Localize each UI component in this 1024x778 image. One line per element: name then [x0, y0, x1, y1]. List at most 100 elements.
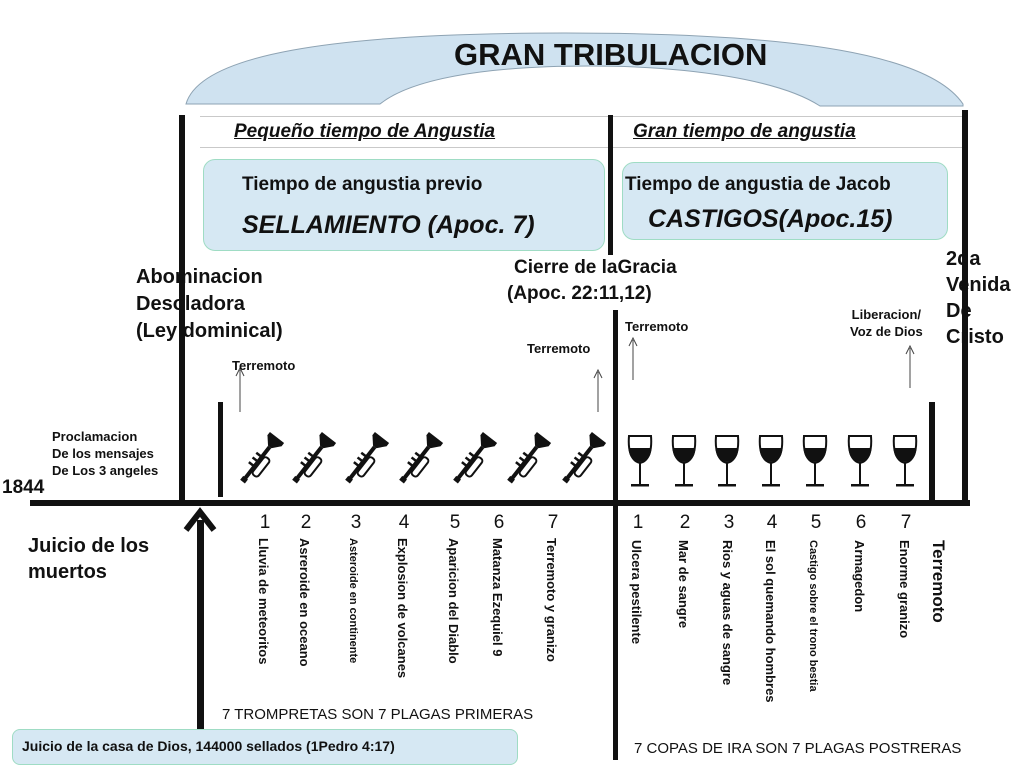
abomination-line-1: Abominacion: [136, 266, 263, 288]
right-period-box: [622, 162, 948, 240]
trumpet-number: 4: [398, 512, 410, 533]
wine-glass-icon: [671, 435, 697, 487]
right-period-header: Gran tiempo de angustia: [633, 121, 856, 142]
liberation-arrow-head: [905, 344, 915, 355]
trumpet-plague-label: Aparicion del Diablo: [446, 538, 461, 664]
timeline: [30, 500, 970, 506]
grace-closing-line-2: (Apoc. 22:11,12): [507, 283, 652, 304]
page-title: GRAN TRIBULACION: [454, 37, 768, 72]
proclamation-line-2: De los mensajes: [52, 446, 154, 461]
year-label: 1844: [2, 477, 45, 498]
trumpet-number: 7: [547, 512, 559, 533]
right-period-line1: Tiempo de angustia de Jacob: [625, 174, 891, 195]
bowl-plague-label: Castigo sobre el trono bestia: [807, 540, 819, 692]
bowl-number: 2: [679, 512, 691, 533]
bowl-number: 1: [632, 512, 644, 533]
bowl-plague-label: Mar de sangre: [676, 540, 691, 629]
abomination-label: Abominacion Desoladora (Ley dominical): [136, 264, 283, 345]
trumpet-number: 1: [259, 512, 271, 533]
earthquake-label-2: Terremoto: [527, 341, 591, 356]
abomination-line-2: Desoladora: [136, 293, 245, 315]
bowl-number: 4: [766, 512, 778, 533]
bowl-number: 3: [723, 512, 735, 533]
left-period-line2: SELLAMIENTO (Apoc. 7): [242, 211, 535, 239]
grace-closing-line-1: Cierre de laGracia: [514, 257, 677, 278]
trumpet-icon: [399, 431, 444, 484]
second-coming-line-4: Cristo: [946, 326, 1004, 348]
trumpet-plague-label: Terremoto y granizo: [544, 538, 559, 663]
bowls-end-line: [929, 402, 935, 502]
left-period-header: Pequeño tiempo de Angustia: [234, 121, 496, 142]
left-period-line1: Tiempo de angustia previo: [242, 174, 483, 195]
trumpet-icon: [453, 431, 498, 484]
liberation-line-2: Voz de Dios: [850, 324, 923, 339]
abomination-line-3: (Ley dominical): [136, 320, 283, 342]
trumpet-number: 5: [449, 512, 461, 533]
second-coming-line-1: 2da: [946, 248, 981, 270]
judgment-dead-line-1: Juicio de los: [28, 535, 150, 557]
trumpet-icon: [240, 431, 285, 484]
bowl-plague-label: Armagedon: [852, 540, 867, 613]
trumpet-icon: [562, 431, 607, 484]
bowl-number: 5: [810, 512, 822, 533]
left-period-box: [203, 159, 605, 251]
bowls-caption: 7 COPAS DE IRA SON 7 PLAGAS POSTRERAS: [634, 740, 962, 757]
second-coming-label: 2da Venida De Cristo: [946, 246, 1010, 350]
trumpet-icon: [507, 431, 552, 484]
wine-glass-icon: [802, 435, 828, 487]
wine-glass-icon: [847, 435, 873, 487]
trumpet-number: 6: [493, 512, 505, 533]
judgment-arrow-shaft: [197, 520, 204, 735]
judgment-dead-label: Juicio de los muertos: [28, 533, 149, 585]
bowl-number: 7: [900, 512, 912, 533]
judgment-arrow-head: [183, 507, 217, 532]
bowl-plague-label: Rios y aguas de sangre: [720, 540, 735, 686]
bowl-number: 6: [855, 512, 867, 533]
right-period-line2: CASTIGOS(Apoc.15): [648, 205, 893, 233]
right-boundary-line: [962, 110, 968, 506]
liberation-line-1: Liberacion/: [851, 307, 922, 322]
judgment-dead-line-2: muertos: [28, 561, 107, 583]
proclamation-label: Proclamacion De los mensajes De Los 3 an…: [52, 428, 158, 479]
trumpet-plague-label: Asreroide en oceano: [297, 538, 312, 667]
trumpet-plague-label: Explosion de volcanes: [395, 538, 410, 679]
bowl-plague-label: Ulcera pestilente: [629, 540, 644, 645]
second-coming-line-3: De: [946, 300, 972, 322]
trumpet-plague-label: Matanza Ezequiel 9: [490, 538, 505, 657]
wine-glass-icon: [714, 435, 740, 487]
trumpet-number: 3: [350, 512, 362, 533]
left-period-header-bar: [200, 116, 608, 148]
house-judgment-label: Juicio de la casa de Dios, 144000 sellad…: [22, 738, 395, 754]
trumpet-plague-label: Asteroide en continente: [347, 538, 359, 664]
quake-arrow-3-head: [628, 336, 638, 347]
center-upper-line: [608, 115, 613, 255]
wine-glass-icon: [892, 435, 918, 487]
final-earthquake-label: Terremoto: [929, 540, 948, 623]
quake-arrow-1-head: [235, 366, 245, 377]
bowl-plague-label: Enorme granizo: [897, 540, 912, 639]
trumpet-icon: [345, 431, 390, 484]
earthquake-label-1: Terremoto: [232, 358, 296, 373]
trumpets-caption: 7 TROMPRETAS SON 7 PLAGAS PRIMERAS: [222, 706, 534, 723]
second-coming-line-2: Venida: [946, 274, 1011, 296]
proclamation-line-1: Proclamacion: [52, 429, 138, 444]
bowl-plague-label: El sol quemando hombres: [763, 540, 778, 703]
house-judgment-box: [12, 729, 518, 765]
earthquake-label-3: Terremoto: [625, 319, 689, 334]
left-boundary-line: [179, 115, 185, 505]
trumpets-start-line: [218, 402, 223, 497]
trumpet-number: 2: [300, 512, 312, 533]
tribulation-arch: [185, 32, 964, 107]
trumpet-plague-label: Lluvia de meteoritos: [256, 538, 271, 665]
quake-arrow-2-head: [593, 368, 603, 379]
grace-closing-label: Cierre de laGracia (Apoc. 22:11,12): [507, 255, 677, 307]
proclamation-line-3: De Los 3 angeles: [52, 463, 159, 478]
liberation-label: Liberacion/ Voz de Dios: [850, 306, 923, 340]
trumpet-icon: [292, 431, 337, 484]
right-period-header-bar: [613, 116, 962, 148]
center-lower-line: [613, 310, 618, 760]
wine-glass-icon: [627, 435, 653, 487]
wine-glass-icon: [758, 435, 784, 487]
